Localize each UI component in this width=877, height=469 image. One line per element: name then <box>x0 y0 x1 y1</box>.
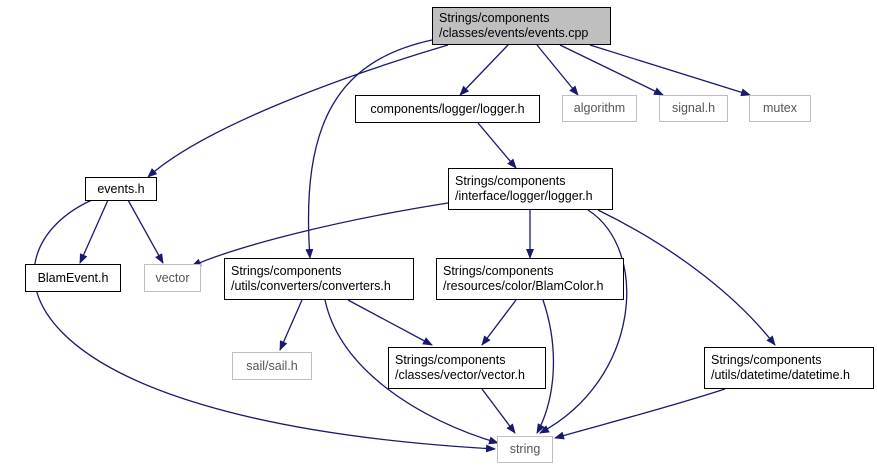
node-string[interactable]: string <box>497 436 553 463</box>
edge-events-cpp-to-events-h <box>147 44 449 178</box>
node-converters-h-line2: /utils/converters/converters.h <box>231 279 391 293</box>
node-converters-h[interactable]: Strings/components /utils/converters/con… <box>224 258 414 300</box>
node-mutex-label: mutex <box>762 101 798 115</box>
node-events-cpp-line2: /classes/events/events.cpp <box>439 26 589 40</box>
node-vector-label: vector <box>155 270 190 285</box>
node-datetime-h-line1: Strings/components <box>711 353 822 367</box>
edge-vector-h-to-string <box>481 388 516 434</box>
node-events-h-label: events.h <box>97 181 145 196</box>
edge-iface-logger-h-to-datetime-h <box>597 209 776 346</box>
node-signal-h[interactable]: signal.h <box>659 95 728 122</box>
node-vector-h[interactable]: Strings/components /classes/vector/vecto… <box>388 347 546 389</box>
node-vector[interactable]: vector <box>144 264 201 292</box>
node-vector-h-line2: /classes/vector/vector.h <box>395 368 525 382</box>
edge-events-cpp-to-signal-h <box>559 44 664 96</box>
node-blamevent-h-label: BlamEvent.h <box>37 270 109 285</box>
node-string-label: string <box>509 442 541 456</box>
node-blamcolor-h-line2: /resources/color/BlamColor.h <box>443 279 604 293</box>
node-blamcolor-h-line1: Strings/components <box>443 264 554 278</box>
edge-converters-h-to-string <box>324 299 499 445</box>
node-logger-h[interactable]: components/logger/logger.h <box>355 95 540 123</box>
node-signal-h-label: signal.h <box>671 101 716 115</box>
edge-datetime-h-to-string <box>554 388 726 440</box>
edge-events-cpp-to-converters-h <box>305 39 433 259</box>
edge-events-h-to-blamevent-h <box>79 199 109 264</box>
node-events-cpp[interactable]: Strings/components /classes/events/event… <box>432 7 611 45</box>
edge-iface-logger-h-to-string <box>539 209 628 434</box>
node-events-h[interactable]: events.h <box>85 177 157 201</box>
node-algorithm[interactable]: algorithm <box>562 95 637 122</box>
node-interface-logger-h-line1: Strings/components <box>455 174 566 188</box>
edge-events-h-to-vector <box>127 199 164 264</box>
edge-events-h-to-string <box>33 199 496 453</box>
node-interface-logger-h-line2: /interface/logger/logger.h <box>455 189 593 203</box>
node-blamcolor-h[interactable]: Strings/components /resources/color/Blam… <box>436 258 624 300</box>
edge-events-cpp-to-mutex <box>589 44 751 97</box>
edge-events-cpp-to-algorithm <box>536 44 579 96</box>
edge-converters-h-to-sail-h <box>279 299 303 351</box>
node-vector-h-line1: Strings/components <box>395 353 506 367</box>
node-algorithm-label: algorithm <box>573 101 626 115</box>
edge-converters-h-to-vector-h <box>347 299 433 346</box>
node-blamevent-h[interactable]: BlamEvent.h <box>25 264 121 292</box>
node-mutex[interactable]: mutex <box>749 95 811 122</box>
edge-blamcolor-h-to-vector-h <box>481 299 517 346</box>
node-sail-h-label: sail/sail.h <box>246 358 298 373</box>
edge-iface-logger-h-to-vector <box>191 202 449 267</box>
node-interface-logger-h[interactable]: Strings/components /interface/logger/log… <box>448 168 613 210</box>
node-logger-h-label: components/logger/logger.h <box>370 101 525 116</box>
edge-events-cpp-to-logger-h <box>459 44 509 96</box>
node-sail-h[interactable]: sail/sail.h <box>232 352 312 380</box>
edge-blamcolor-h-to-string <box>536 299 555 434</box>
node-datetime-h-line2: /utils/datetime/datetime.h <box>711 368 850 382</box>
node-converters-h-line1: Strings/components <box>231 264 342 278</box>
node-datetime-h[interactable]: Strings/components /utils/datetime/datet… <box>704 347 874 389</box>
node-events-cpp-line1: Strings/components <box>439 11 550 25</box>
edge-logger-h-to-iface-logger-h <box>477 122 517 169</box>
